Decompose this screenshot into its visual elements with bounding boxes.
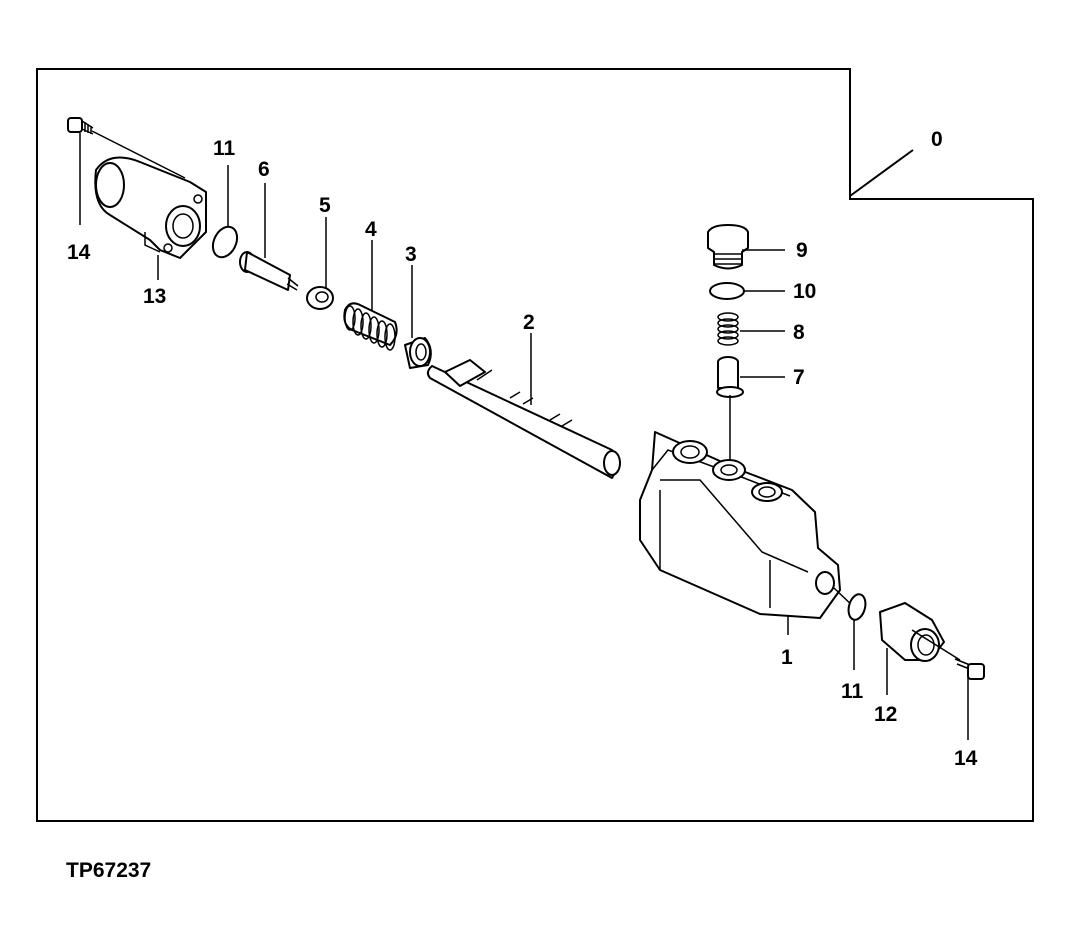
part-10-o-ring: [709, 282, 745, 300]
figure-id: TP67237: [66, 859, 151, 882]
callout-14-left: 14: [67, 241, 91, 264]
part-11-o-ring-right: [847, 593, 867, 621]
part-2-spool: [426, 359, 621, 479]
part-6-plug: [239, 251, 299, 291]
part-8-spring: [717, 312, 739, 346]
callout-5: 5: [319, 194, 331, 217]
callout-12: 12: [874, 703, 897, 726]
callout-1: 1: [781, 646, 793, 669]
callout-2: 2: [523, 311, 535, 334]
part-11-o-ring-left: [211, 225, 239, 259]
callout-7: 7: [793, 366, 805, 389]
part-12-cap: [879, 602, 945, 662]
callout-9: 9: [796, 239, 808, 262]
part-1-valve-body: [639, 431, 841, 619]
part-13-cover: [94, 156, 207, 259]
callout-8: 8: [793, 321, 805, 344]
callout-14-right: 14: [954, 747, 978, 770]
diagram-frame: [36, 68, 1034, 822]
callout-0: 0: [931, 128, 943, 151]
callout-0-leader: [849, 149, 914, 197]
part-5-seat: [306, 286, 334, 310]
part-14-screw-right: [954, 658, 985, 680]
callout-6: 6: [258, 158, 270, 181]
callout-11-left: 11: [213, 137, 236, 160]
part-3-retainer: [404, 337, 432, 369]
part-9-plug: [707, 224, 749, 270]
callout-11-right: 11: [841, 680, 864, 703]
callout-13: 13: [143, 285, 166, 308]
callout-4: 4: [365, 218, 377, 241]
part-14-screw-left: [67, 117, 94, 135]
callout-10: 10: [793, 280, 816, 303]
callout-3: 3: [405, 243, 417, 266]
part-7-poppet: [716, 356, 744, 398]
part-4-spring: [343, 302, 398, 351]
